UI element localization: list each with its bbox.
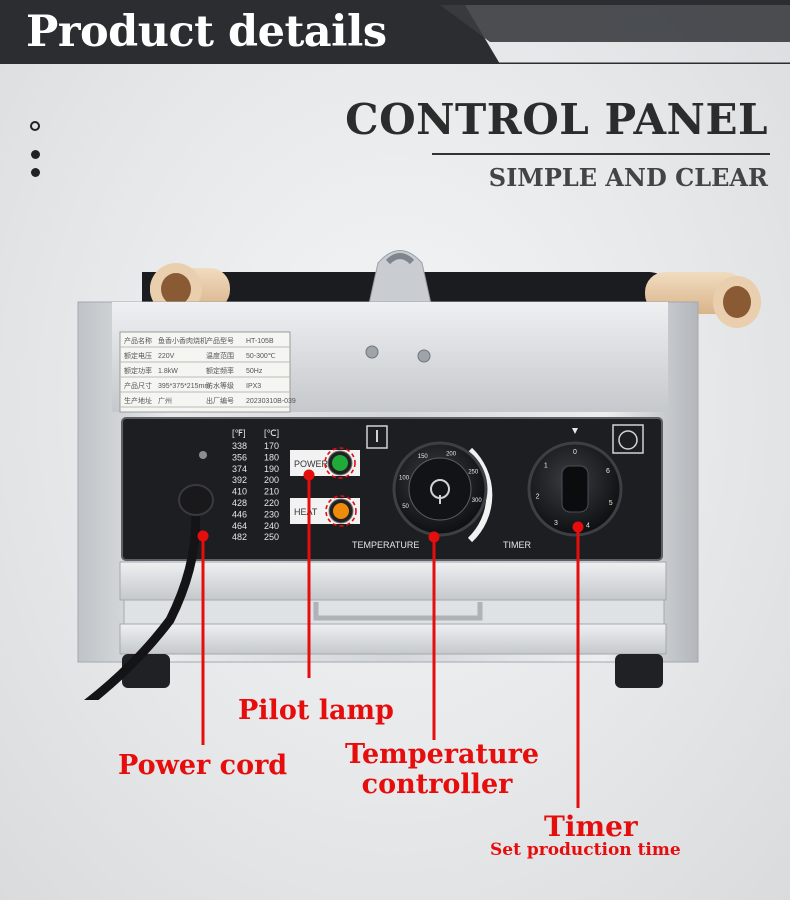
- bullet-filled: [31, 150, 40, 159]
- fahrenheit-value: 428: [232, 498, 247, 508]
- callout-pilot-lamp: Pilot lamp: [238, 695, 394, 726]
- nameplate-cell: 温度范围: [206, 351, 234, 360]
- power-indicator: POWER: [290, 447, 360, 479]
- nameplate-cell: 产品尺寸: [124, 381, 152, 390]
- temperature-tick: 150: [418, 454, 429, 460]
- fahrenheit-value: 482: [232, 532, 247, 542]
- header-title: Product details: [26, 7, 387, 57]
- drawer-handle: [313, 602, 483, 621]
- temperature-dial: 50 100 150 200 250 300: [392, 441, 493, 543]
- temperature-tick: 100: [399, 476, 410, 482]
- nameplate-cell: IPX3: [246, 383, 261, 390]
- callout-timer: Timer: [544, 810, 638, 843]
- celsius-value: 240: [264, 521, 279, 531]
- celsius-value: 200: [264, 475, 279, 485]
- timer-dial: 0 1 2 3 4 5 6: [527, 441, 623, 537]
- heat-indicator: HEAT: [290, 495, 360, 527]
- nameplate-cell: 额定电压: [124, 351, 152, 360]
- celsius-value: 220: [264, 498, 279, 508]
- timer-tick: 5: [609, 500, 613, 507]
- fahrenheit-value: 446: [232, 509, 247, 519]
- nameplate-cell: 鱼香小香肉烧机: [158, 336, 207, 345]
- fahrenheit-value: 392: [232, 475, 247, 485]
- bullet-hollow: [30, 121, 40, 131]
- callout-timer-subtitle: Set production time: [490, 840, 681, 860]
- fahrenheit-value: 356: [232, 452, 247, 462]
- timer-tick: 6: [606, 468, 610, 475]
- temperature-tick: 300: [472, 498, 483, 504]
- nameplate: 产品名称鱼香小香肉烧机产品型号 HT-105B 额定电压 220V 温度范围 50-300…: [119, 331, 296, 413]
- bullet-filled: [31, 168, 40, 177]
- celsius-value: 210: [264, 487, 279, 497]
- right-foot: [615, 654, 663, 688]
- fahrenheit-header: [℉]: [232, 428, 246, 438]
- nameplate-cell: 50-300℃: [246, 353, 276, 360]
- celsius-value: 230: [264, 509, 279, 519]
- power-label: POWER: [294, 459, 329, 469]
- header-banner: [0, 0, 790, 64]
- nameplate-cell: 额定功率: [124, 366, 152, 375]
- nameplate-cell: 产品型号: [206, 336, 234, 345]
- timer-tick: 3: [554, 520, 558, 527]
- celsius-value: 190: [264, 464, 279, 474]
- callout-power-cord: Power cord: [118, 750, 288, 781]
- control-panel: [121, 417, 663, 561]
- nameplate-cell: 220V: [158, 353, 175, 360]
- temperature-table: [℉] [℃] 338 170 356 180 374 190 392 200 410 210 428 2…: [232, 428, 279, 542]
- nameplate-cell: 395*375*215mm: [158, 383, 210, 390]
- nameplate-cell: 广州: [158, 396, 172, 405]
- celsius-header: [℃]: [264, 428, 279, 438]
- heading-divider: [432, 153, 770, 155]
- fahrenheit-value: 374: [232, 464, 247, 474]
- callout-temperature-controller: Temperature controller: [345, 739, 540, 800]
- alarm-clock-icon: [612, 424, 644, 454]
- fahrenheit-value: 464: [232, 521, 247, 531]
- temperature-tick: 200: [446, 452, 457, 458]
- fahrenheit-value: 338: [232, 441, 247, 451]
- timer-tick: 1: [544, 463, 548, 470]
- nameplate-cell: 额定频率: [206, 366, 234, 375]
- temperature-label: TEMPERATURE: [352, 540, 419, 550]
- nameplate-cell: 1.8kW: [158, 368, 178, 375]
- timer-label: TIMER: [503, 540, 531, 550]
- timer-tick: 2: [536, 494, 540, 501]
- temperature-tick: 250: [468, 470, 479, 476]
- timer-tick: 0: [573, 449, 577, 456]
- power-cord: [83, 484, 214, 700]
- machine-illustration: 产品名称鱼香小香肉烧机产品型号 HT-105B 额定电压 220V 温度范围 50-300…: [77, 250, 761, 700]
- fahrenheit-value: 410: [232, 487, 247, 497]
- celsius-value: 250: [264, 532, 279, 542]
- celsius-value: 170: [264, 441, 279, 451]
- temperature-tick: 50: [402, 504, 409, 510]
- section-heading: CONTROL PANEL: [345, 95, 768, 144]
- celsius-value: 180: [264, 452, 279, 462]
- nameplate-cell: 50Hz: [246, 368, 263, 375]
- nameplate-cell: 出厂编号: [206, 396, 234, 405]
- thermometer-icon: [366, 425, 388, 449]
- timer-tick: 4: [586, 523, 590, 530]
- nameplate-cell: 防水等级: [206, 381, 234, 390]
- nameplate-cell: 生产地址: [124, 396, 152, 405]
- section-subheading: SIMPLE AND CLEAR: [488, 163, 768, 192]
- nameplate-cell: 20230310B-039: [246, 398, 296, 405]
- nameplate-cell: HT-105B: [246, 338, 274, 345]
- nameplate-cell: 产品名称: [124, 336, 152, 345]
- heat-label: HEAT: [294, 507, 318, 517]
